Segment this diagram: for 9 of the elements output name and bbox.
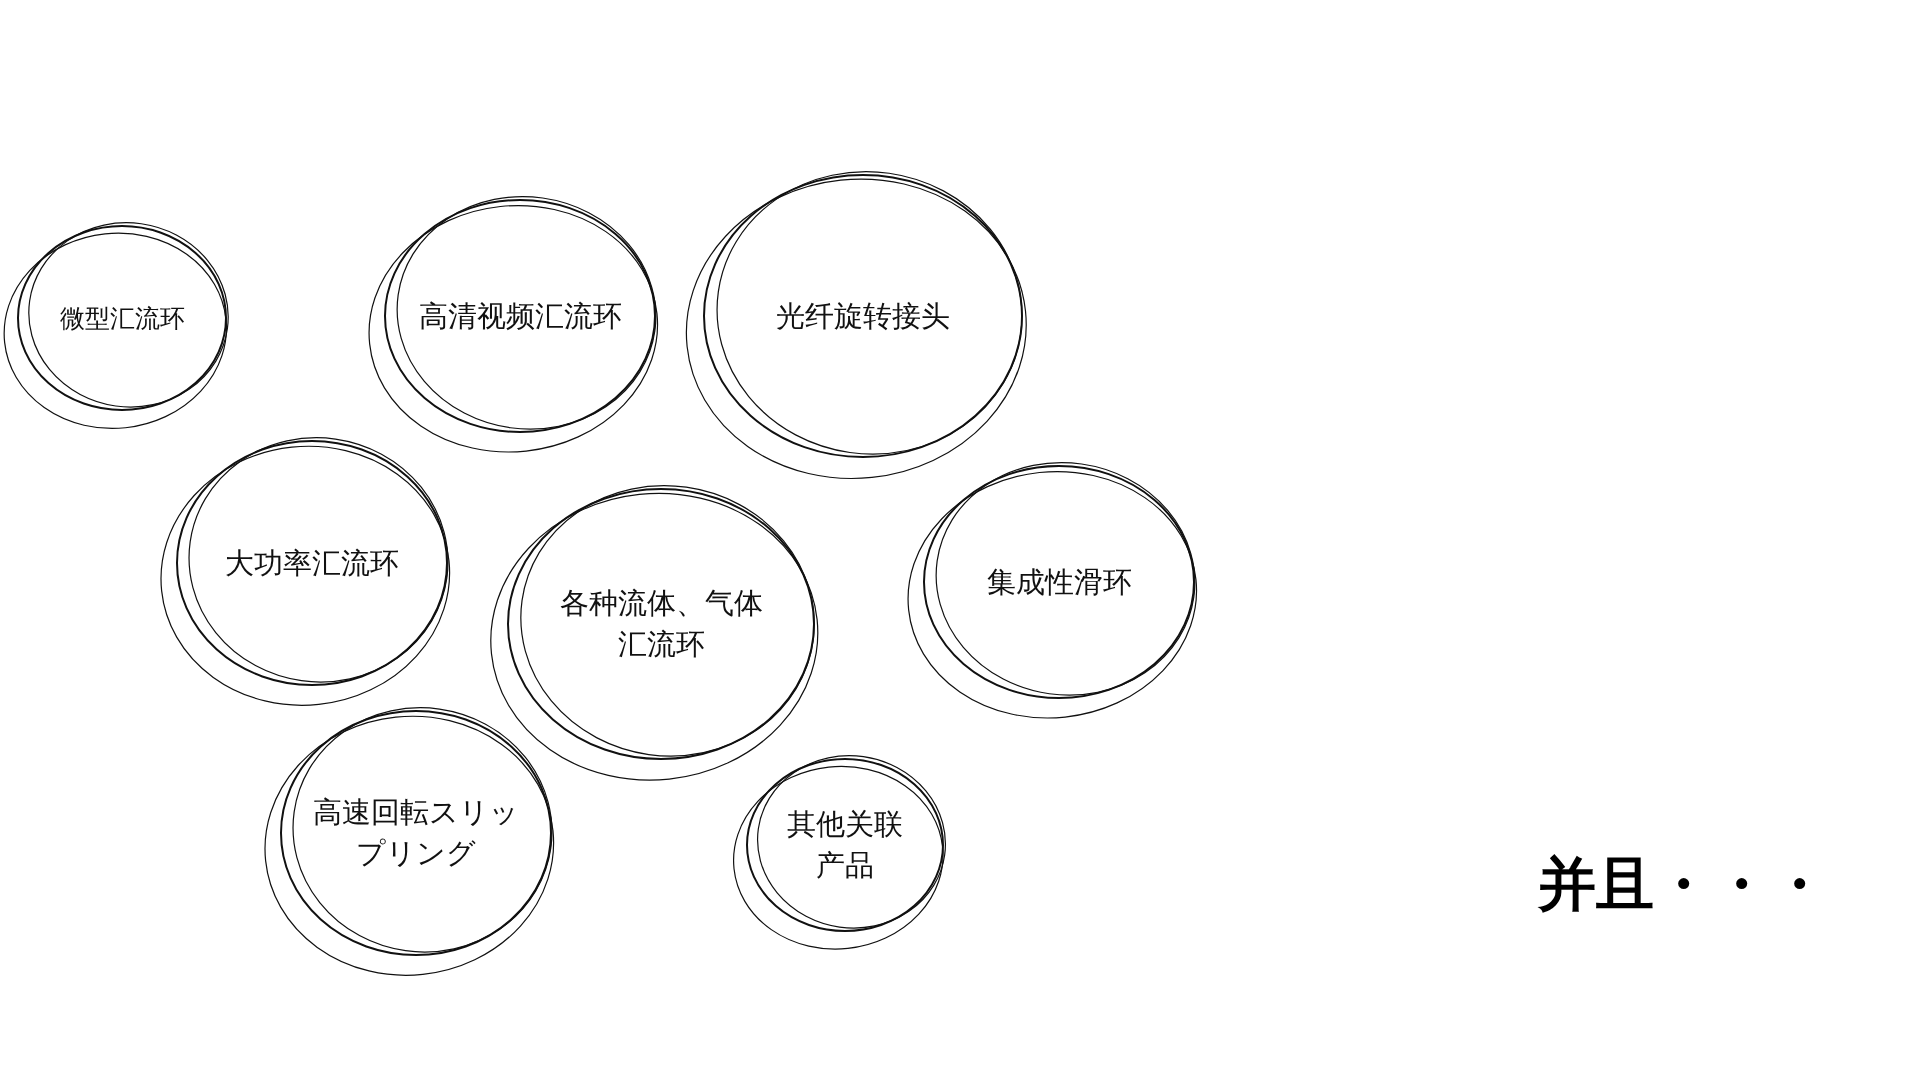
note-text: 并且・・・ bbox=[1538, 850, 1828, 918]
node-label: 集成性滑环 bbox=[986, 564, 1132, 600]
node-label: 高清视频汇流环 bbox=[418, 298, 622, 334]
node-label: 光纤旋转接头 bbox=[776, 298, 950, 334]
node-label: 各种流体、气体汇流环 bbox=[558, 586, 764, 662]
node-label: 大功率汇流环 bbox=[225, 545, 399, 581]
node-label: 其他关联产品 bbox=[786, 807, 904, 883]
node-label: 高速回転スリップリング bbox=[312, 795, 520, 871]
node-label: 微型汇流环 bbox=[59, 302, 185, 334]
